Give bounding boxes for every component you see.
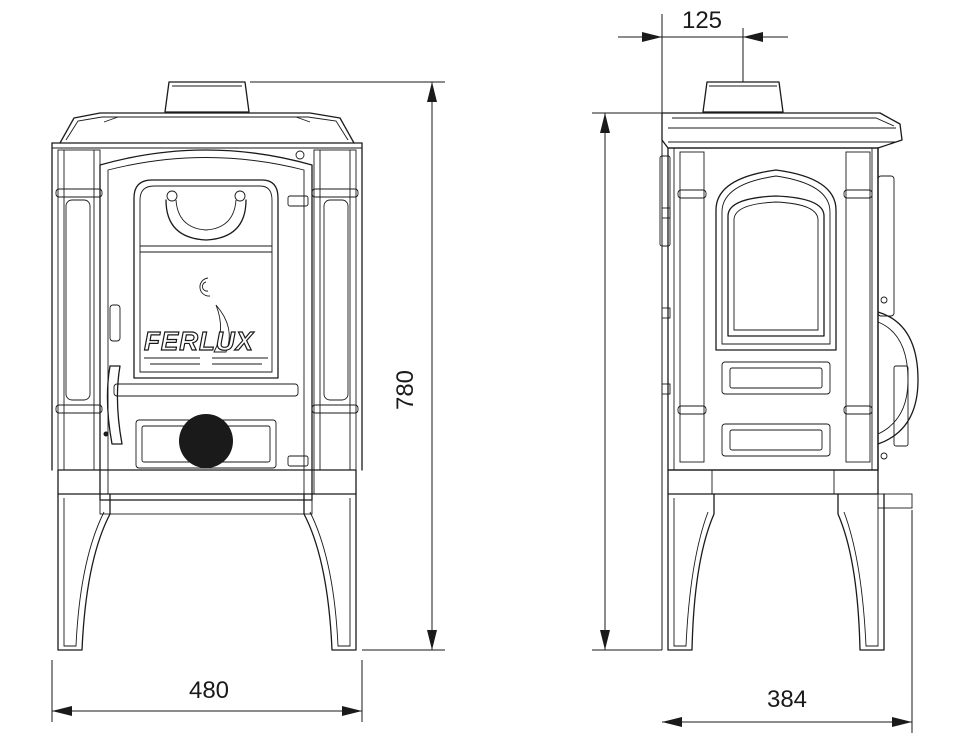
dimension-flue-offset: 125: [618, 7, 788, 650]
brand-logo: FERLUX: [144, 326, 255, 356]
front-top-plate: [51, 112, 363, 149]
side-body: [659, 147, 919, 471]
dimension-side-height: [592, 112, 662, 651]
flue-offset-dimension-label: 125: [682, 7, 722, 34]
width-dimension-label: 480: [189, 677, 229, 704]
front-door: FERLUX: [99, 149, 313, 501]
dimension-height: 780: [250, 81, 445, 651]
front-base: [57, 469, 357, 515]
side-legs: [667, 493, 885, 651]
height-dimension-label: 780: [392, 370, 419, 410]
door-handle: [106, 365, 123, 445]
side-view: [659, 81, 919, 651]
side-top-plate: [661, 112, 903, 149]
depth-dimension-label: 384: [767, 686, 807, 713]
front-view: FERLUX: [51, 81, 363, 651]
dimension-width: 480: [51, 660, 363, 722]
side-flue-collar: [702, 81, 784, 113]
front-flue-collar: [164, 81, 250, 113]
front-legs: [57, 493, 357, 651]
air-control-knob: [179, 414, 233, 468]
side-base: [667, 469, 913, 509]
dimension-depth: 384: [662, 510, 913, 733]
